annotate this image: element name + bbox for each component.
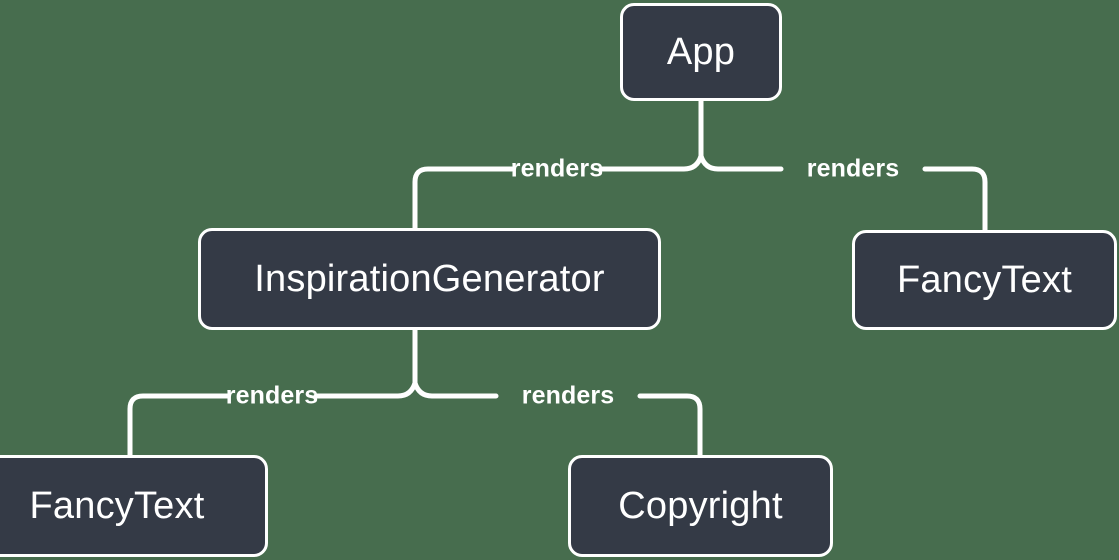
node-inspiration-generator[interactable]: InspirationGenerator xyxy=(198,228,661,330)
edge-label-inspiration-generator-to-fancytext-bottom: renders xyxy=(225,381,319,410)
node-fancytext-right[interactable]: FancyText xyxy=(852,230,1117,330)
edge-label-app-to-fancytext-right: renders xyxy=(806,154,900,183)
node-fancytext-bottom[interactable]: FancyText xyxy=(0,455,268,557)
node-copyright[interactable]: Copyright xyxy=(568,455,833,557)
node-app[interactable]: App xyxy=(620,3,782,101)
edge-app-to-fancytext-right xyxy=(698,153,988,233)
edge-label-app-to-inspiration-generator: renders xyxy=(510,154,604,183)
edge-label-inspiration-generator-to-copyright: renders xyxy=(521,381,615,410)
edge-inspiration-generator-to-copyright xyxy=(412,380,703,458)
